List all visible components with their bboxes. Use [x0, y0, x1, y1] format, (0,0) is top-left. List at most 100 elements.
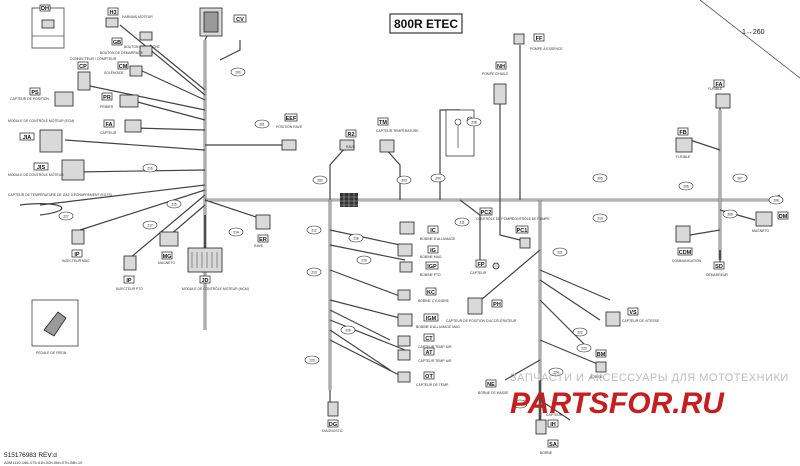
at-desc: CAPTEUR TEMP. AIR — [418, 359, 452, 363]
gb-connector — [139, 31, 153, 41]
dm-connector — [755, 211, 773, 227]
sa-code: SA — [549, 442, 557, 448]
splice-216: 216 — [142, 163, 158, 173]
cm-connector — [129, 65, 143, 77]
jia-connector — [39, 129, 63, 153]
splice-215: 215 — [166, 199, 182, 209]
cp-connector — [77, 71, 91, 91]
ct-desc: CAPTEUR TEMP. AIR — [418, 345, 452, 349]
ic-connector — [399, 221, 415, 235]
bm-code: BM — [597, 352, 606, 358]
ct-connector — [397, 335, 411, 347]
splice-214: 214 — [228, 227, 244, 237]
fb-code: FB — [679, 130, 686, 136]
svg-text:209: 209 — [727, 213, 733, 217]
title-frame — [389, 13, 463, 34]
splice-212: 212 — [306, 225, 322, 235]
ot-code: OT — [425, 374, 433, 380]
jis-desc: MODULE DE CONTRÔLE MOTEUR — [8, 172, 64, 177]
drawing-code: A0M1110-166-175-51b-00b-0bb-07b-08b-10 — [4, 460, 83, 465]
svg-text:216: 216 — [147, 167, 153, 171]
splice-206: 206 — [678, 181, 694, 191]
splice-205: 205 — [592, 173, 608, 183]
dh-code: DH — [41, 6, 49, 12]
splice-210: 210 — [592, 213, 608, 223]
fb-desc: FUSIBLE — [676, 155, 691, 159]
splice-bubbles: 200 201 202 203 204 205 206 207 208 209 … — [58, 67, 784, 409]
page-ref: 1→260 — [742, 29, 765, 36]
svg-text:214: 214 — [233, 231, 239, 235]
er-desc: RAVE — [254, 244, 264, 248]
pc1-connector — [519, 237, 531, 249]
vs-desc: CAPTEUR DE VITESSE — [622, 319, 660, 323]
svg-text:202: 202 — [317, 179, 323, 183]
ig-connector — [397, 243, 413, 257]
pc2-code: PC2 — [481, 210, 492, 216]
r2-desc: RAVE — [346, 145, 356, 149]
pr-code: PR — [103, 95, 111, 101]
igm-desc: BOBINE D'ALLUMAGE MAG — [416, 325, 460, 329]
fp-code: FP — [477, 262, 484, 268]
ih-desc: CAPTEUR — [546, 413, 563, 417]
svg-text:225: 225 — [517, 403, 523, 407]
gb-code: GB — [113, 40, 121, 46]
dh-connector — [41, 19, 55, 29]
splice-200: 200 — [230, 67, 246, 77]
watermark: ЗАПЧАСТИ И АКСЕССУАРЫ ДЛЯ МОТОТЕХНИКИ PA… — [510, 372, 789, 420]
nh-desc: POMPE D'HUILE — [482, 72, 509, 76]
splice-220: 220 — [304, 355, 320, 365]
cp-desc: CONNECTEUR / COMPTEUR — [70, 57, 117, 61]
svg-text:211: 211 — [459, 221, 464, 225]
splice-219: 219 — [356, 255, 372, 265]
watermark-text: ЗАПЧАСТИ И АКСЕССУАРЫ ДЛЯ МОТОТЕХНИКИ — [510, 372, 789, 384]
svg-text:201: 201 — [259, 123, 265, 127]
pc1-desc: CONTRÔLE DE POMPE — [512, 216, 550, 221]
splice-213: 213 — [306, 267, 322, 277]
cdm-code: CDM — [679, 250, 692, 256]
ff-connector — [513, 33, 525, 45]
svg-text:203: 203 — [401, 179, 407, 183]
mg-connector — [159, 231, 179, 247]
splice-203: 203 — [396, 175, 412, 185]
connector-symbols: DH H3 HARNAIS MOTEUR CV GB BOUTON DE MAR… — [8, 4, 789, 455]
pr-desc: PRIMER — [100, 105, 114, 109]
svg-text:219: 219 — [361, 259, 367, 263]
svg-text:206: 206 — [683, 185, 689, 189]
fp-connector — [492, 262, 500, 270]
fp-desc: CAPTEUR — [470, 271, 487, 275]
sd-desc: DÉMARREUR — [706, 272, 728, 277]
egt-desc: CAPTEUR DE TEMPÉRATURE DE GAZ D'ÉCHAPPEM… — [8, 192, 112, 197]
kc-code: KC — [427, 290, 435, 296]
fa-right-connector — [715, 93, 731, 109]
dm-code: DM — [779, 214, 788, 220]
svg-text:222: 222 — [577, 331, 583, 335]
tm-desc: CAPTEUR TEMPÉRATURE — [376, 128, 419, 133]
dg-code: DG — [329, 422, 337, 428]
ip1-code: IP — [74, 252, 80, 258]
splice-226: 226 — [340, 325, 356, 335]
svg-text:205: 205 — [597, 177, 603, 181]
ip2-code: IP — [126, 278, 132, 284]
igm-connector — [397, 313, 413, 327]
splice-228: 228 — [466, 117, 482, 127]
fb-connector — [675, 137, 693, 153]
corner-line — [699, 0, 800, 79]
ph-connector — [467, 297, 483, 315]
er-connector — [255, 214, 271, 230]
svg-text:204: 204 — [435, 177, 441, 181]
jia-desc: MODULE DE CONTRÔLE MOTEUR (ECM) — [8, 118, 74, 123]
ne-desc: BORNE DE MASSE — [478, 391, 509, 395]
h3-connector — [105, 17, 119, 28]
ih-connector — [535, 419, 547, 435]
cdm-desc: COMMUNICATION — [672, 259, 702, 263]
svg-text:226: 226 — [345, 329, 351, 333]
splice-202: 202 — [312, 175, 328, 185]
splice-223: 223 — [576, 343, 592, 353]
eef-desc: POSITION RAVE — [276, 125, 303, 129]
ds-desc: BOUTON DE DÉMARRAGE — [100, 50, 144, 55]
part-number: 515176983 REV:d — [4, 452, 57, 459]
splice-221: 221 — [552, 247, 568, 257]
ig-code: IG — [430, 248, 436, 254]
ip1-connector — [71, 229, 85, 245]
